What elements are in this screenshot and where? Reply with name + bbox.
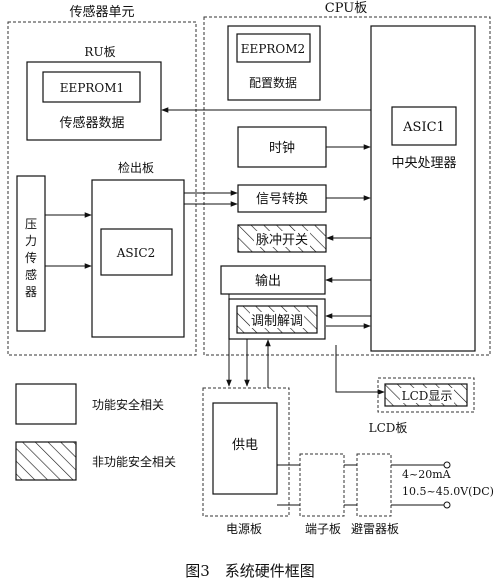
power-box xyxy=(212,402,278,495)
legend-non-safety-label: 非功能安全相关 xyxy=(92,454,176,469)
eeprom1-box xyxy=(42,71,141,103)
pressure-sensor-char-4: 感 xyxy=(25,267,37,282)
sensor-unit-label: 传感器单元 xyxy=(69,4,134,20)
legend-non-safety-swatch xyxy=(15,441,77,481)
arrester-board-label: 避雷器板 xyxy=(351,522,399,536)
ru-board-label: RU板 xyxy=(84,45,115,59)
power-board-group xyxy=(202,387,290,517)
output-box xyxy=(220,265,326,295)
connections xyxy=(45,107,451,509)
signal-convert-label: 信号转换 xyxy=(256,192,308,207)
lcd-board-group xyxy=(377,377,475,413)
pulse-switch-label: 脉冲开关 xyxy=(256,233,308,248)
asic1-label: ASIC1 xyxy=(402,120,445,135)
pressure-sensor-char-1: 压 xyxy=(25,217,37,231)
figure-caption: 图3 系统硬件框图 xyxy=(185,562,315,580)
terminal-top-icon xyxy=(443,461,451,469)
current-range-label: 4~20mA xyxy=(402,468,452,481)
terminal-board-group xyxy=(299,453,345,517)
arrester-board-group xyxy=(356,453,392,517)
cpu-board-group xyxy=(203,16,491,356)
terminal-bottom-icon xyxy=(443,501,451,509)
terminal-board-label: 端子板 xyxy=(305,522,341,536)
clock-box xyxy=(237,126,327,168)
power-board-label: 电源板 xyxy=(226,522,262,536)
asic2-box xyxy=(100,228,173,276)
sensor-data-label: 传感器数据 xyxy=(59,115,124,131)
voltage-range-label: 10.5~45.0V(DC) xyxy=(402,485,494,498)
clock-label: 时钟 xyxy=(269,140,295,156)
legend-safety-swatch xyxy=(15,383,77,425)
pressure-sensor-char-2: 力 xyxy=(25,234,37,248)
cpu-label: 中央处理器 xyxy=(391,156,456,171)
power-label: 供电 xyxy=(232,438,258,453)
pressure-sensor-char-3: 传 xyxy=(25,250,37,265)
detect-board-label: 检出板 xyxy=(118,160,154,175)
signal-convert-box xyxy=(237,184,327,213)
modem-label: 调制解调 xyxy=(251,314,303,329)
eeprom1-label: EEPROM1 xyxy=(60,81,124,95)
asic1-box xyxy=(391,106,457,146)
output-label: 输出 xyxy=(255,273,281,289)
arrow-cpu-to-lcd xyxy=(335,345,385,395)
eeprom2-box xyxy=(236,33,311,63)
asic2-label: ASIC2 xyxy=(116,246,155,260)
asic1-cpu xyxy=(370,25,476,352)
eeprom2-label: EEPROM2 xyxy=(241,42,305,56)
lcd-board-label: LCD板 xyxy=(369,421,408,435)
pressure-sensor-char-5: 器 xyxy=(25,285,37,299)
pressure-sensor xyxy=(16,175,46,332)
lcd-label: LCD显示 xyxy=(402,389,453,403)
legend-safety-label: 功能安全相关 xyxy=(92,397,164,412)
cpu-board-label: CPU板 xyxy=(325,1,367,16)
config-data-label: 配置数据 xyxy=(249,75,297,90)
sensor-unit-group xyxy=(7,21,197,356)
